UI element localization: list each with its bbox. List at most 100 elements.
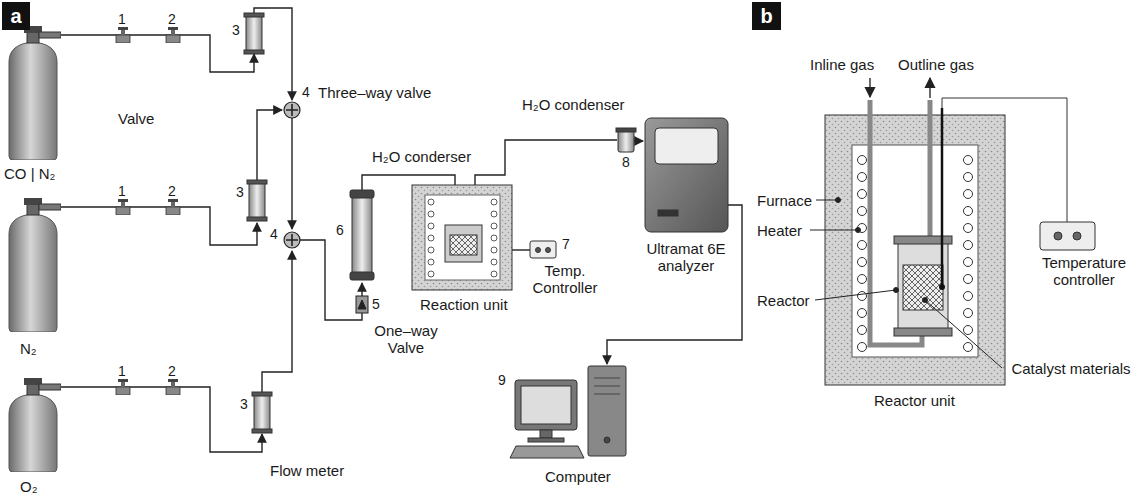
callout-number: 1 [118,11,126,28]
gas-pipe [634,140,643,141]
callout-number: 5 [372,296,380,313]
reaction-unit [428,247,434,253]
leader-line [856,228,861,233]
furnace [858,326,867,335]
flow-meter [252,429,272,433]
flow-meter [247,217,267,221]
reaction-unit [450,235,477,255]
leader-line [923,298,928,303]
furnace [964,173,973,182]
leader-line [925,300,1002,368]
water-condenser [618,130,634,152]
callout-number: 4 [302,84,310,101]
gas-pipe [61,387,262,452]
part-label: One–way Valve [372,322,440,356]
furnace [858,258,867,267]
valve-symbol [116,379,130,395]
valve-symbol [166,379,180,395]
callout-number: 2 [168,183,176,200]
gas-pipe [475,140,617,225]
furnace [858,156,867,165]
callout-number: 6 [336,222,344,239]
part-label: Three–way valve [318,84,431,101]
reactor [894,236,952,336]
valve-symbol [166,199,180,215]
computer [540,430,552,438]
part-label: Temp. Controller [522,262,608,296]
part-label: Computer [545,468,611,485]
callout-number: 3 [232,22,240,39]
callout-number: 2 [168,11,176,28]
part-label: Catalyst materials [1008,360,1134,377]
gas-pipe [262,251,292,392]
reaction-unit [425,195,500,280]
reaction-unit [428,271,434,277]
flow-meter [254,394,270,431]
gas-pipe [61,207,257,245]
temperature-controller [536,248,541,253]
gas-label: N₂ [20,340,37,357]
flow-meter [244,13,272,433]
valve-symbol [166,27,180,43]
three-way-valve [286,104,298,116]
gas-analyzer [645,118,728,232]
valve-symbol [116,27,130,43]
reactor [894,236,952,244]
reactor [903,265,943,310]
flow-meter [244,50,264,54]
furnace [858,292,867,301]
furnace [858,207,867,216]
part-label: Flow meter [270,462,344,479]
water-condenser [350,272,374,280]
reaction-unit [412,185,512,290]
water-condenser [350,128,636,280]
three-way-valve [284,102,300,118]
flow-meter [252,392,272,396]
reaction-unit [428,235,434,241]
furnace [858,190,867,199]
computer [528,438,564,442]
callout-number: 8 [622,154,630,171]
furnace [964,207,973,216]
water-condenser [350,190,374,198]
one-way-valve [356,296,368,313]
reaction-unit [491,271,497,277]
reaction-unit [491,235,497,241]
gas-label: O₂ [20,478,38,495]
temperature-controller [1073,232,1081,240]
flow-meter [246,15,262,52]
water-condenser [352,196,372,274]
panel-letter: a [10,4,21,28]
part-label: Ultramat 6E analyzer [640,240,732,274]
callout-number: 1 [118,363,126,380]
gas-pipe [512,249,530,250]
furnace [964,258,973,267]
reaction-unit [445,225,482,262]
gas-flow-arrow [929,78,931,98]
gas-analyzer [658,210,678,216]
part-label: Reactor unit [874,392,955,409]
computer [604,437,610,443]
furnace [964,326,973,335]
one-way-valve [358,300,366,309]
leader-line [894,288,899,293]
flow-label: Outline gas [898,56,974,73]
callout-number: 3 [236,184,244,201]
water-condenser [616,128,636,132]
furnace [964,224,973,233]
gas-cylinder [9,26,61,472]
leader-line [815,290,896,300]
furnace [964,275,973,284]
computer [521,386,571,424]
part-label: Temperature controller [1034,254,1134,288]
leader-line [836,198,841,203]
gas-tube [928,100,933,238]
reaction-unit [491,259,497,265]
furnace [858,275,867,284]
furnace [964,343,973,352]
temperature-controller [530,241,556,258]
callout-number: 9 [498,372,506,389]
reaction-unit [491,199,497,205]
temperature-controller [1040,222,1095,250]
panel-letter: b [760,4,772,28]
